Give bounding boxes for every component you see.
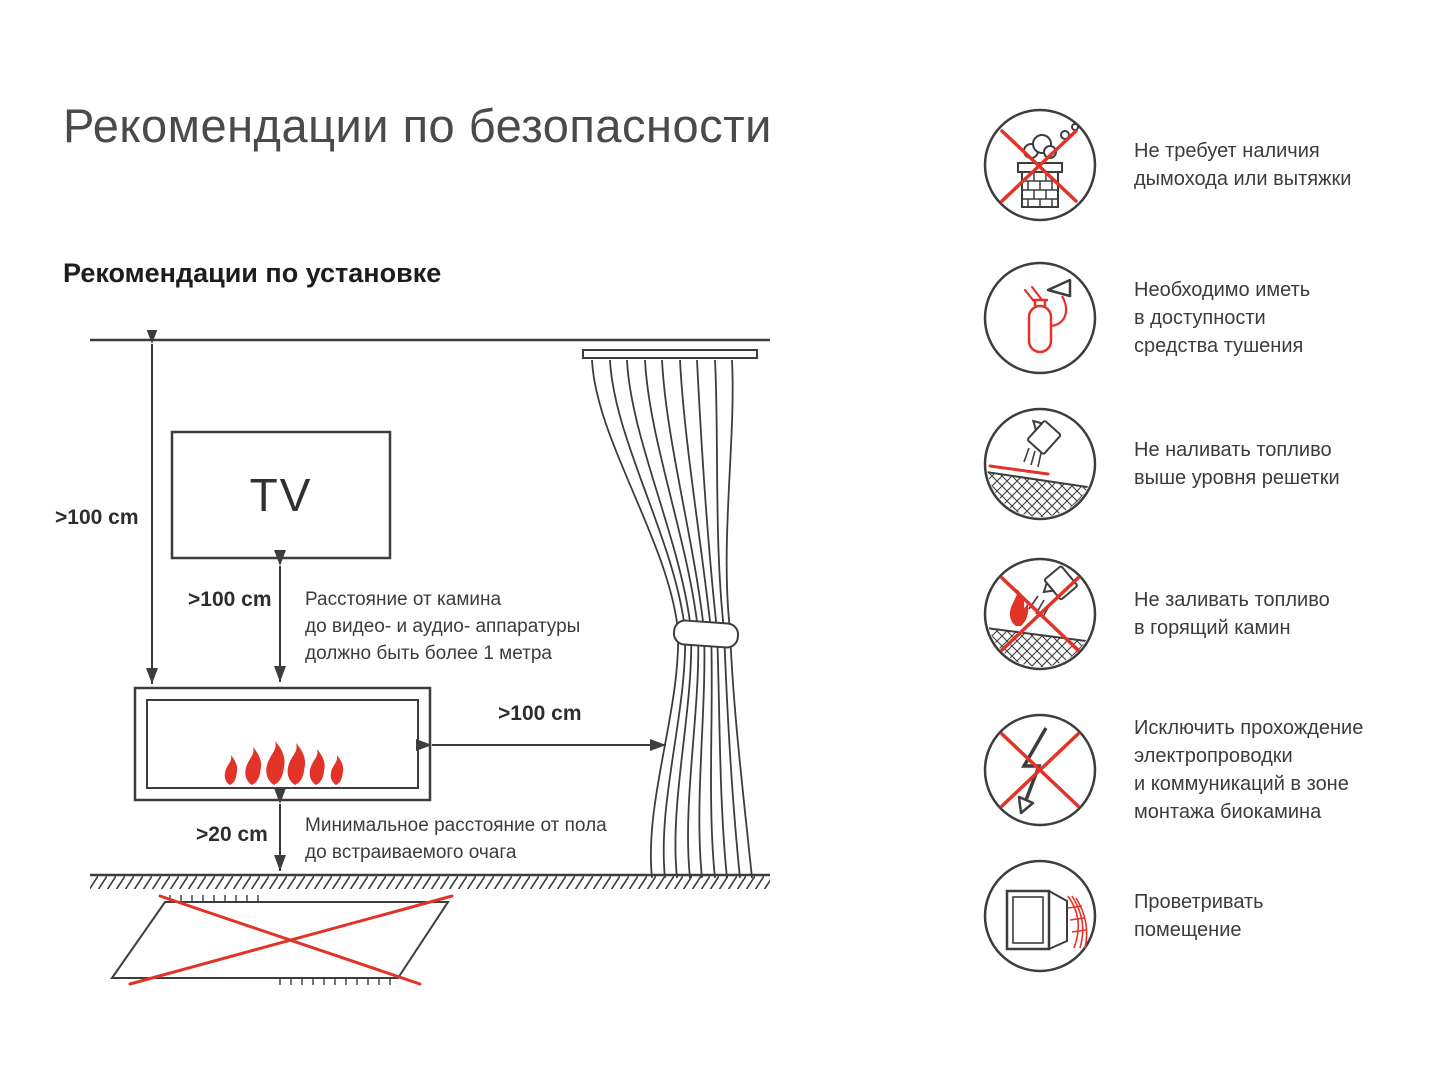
safety-item-fuel-level: Не наливать топливо выше уровня решетки [982, 406, 1422, 522]
curtain [582, 349, 758, 879]
dimension-ceiling-label: >100 cm [55, 506, 139, 529]
fireplace [133, 686, 432, 802]
fire-extinguisher-icon [982, 260, 1098, 376]
ventilation-icon [982, 858, 1098, 974]
page-title: Рекомендации по безопасности [63, 99, 772, 152]
dimension-side-label: >100 cm [498, 702, 582, 725]
installation-diagram-drawing [90, 330, 770, 986]
no-wiring-icon [982, 712, 1098, 828]
carpet [110, 895, 450, 985]
no-carpet-cross-icon [128, 894, 454, 986]
fuel-level-icon [982, 406, 1098, 522]
safety-item-ventilate: Проветривать помещение [982, 858, 1422, 974]
installation-subtitle: Рекомендации по установке [63, 258, 442, 288]
no-refuel-burning-icon [982, 556, 1098, 672]
safety-item-text: Не наливать топливо выше уровня решетки [1134, 439, 1340, 489]
safety-item-text: Проветривать помещение [1134, 891, 1264, 941]
safety-item-text: Необходимо иметь в доступности средства … [1134, 279, 1311, 357]
curtain-tieback [672, 619, 740, 649]
no-chimney-icon [982, 107, 1098, 223]
safety-item-text: Исключить прохождение электропроводки и … [1134, 717, 1364, 823]
floor-line [90, 873, 770, 889]
safety-item-no-wiring: Исключить прохождение электропроводки и … [982, 712, 1422, 828]
safety-item-text: Не заливать топливо в горящий камин [1134, 589, 1330, 639]
dimension-floor-label: >20 cm [196, 823, 268, 846]
tv-box [170, 430, 392, 560]
safety-item-text: Не требует наличия дымохода или вытяжки [1134, 140, 1352, 190]
note-floor-distance: Минимальное расстояние от пола до встраи… [305, 815, 607, 863]
tv-label: TV [249, 469, 313, 521]
note-tv-distance: Расстояние от камина до видео- и аудио- … [305, 589, 581, 664]
safety-item-extinguisher: Необходимо иметь в доступности средства … [982, 260, 1422, 376]
safety-item-no-refuel: Не заливать топливо в горящий камин [982, 556, 1422, 672]
dimension-tv-gap-label: >100 cm [188, 588, 272, 611]
safety-item-no-chimney: Не требует наличия дымохода или вытяжки [982, 107, 1422, 223]
